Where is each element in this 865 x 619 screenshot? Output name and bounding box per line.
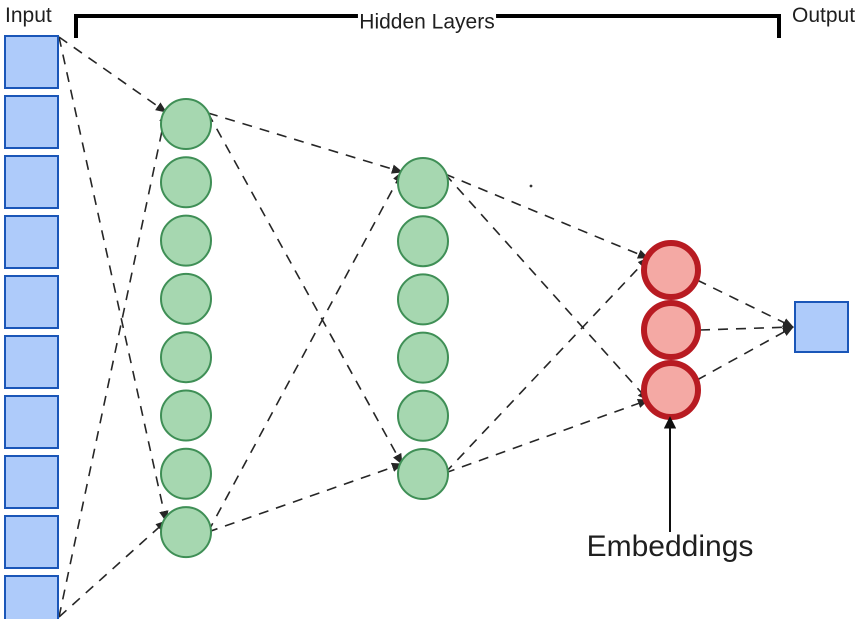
connection-hidden-layer-2-to-embedding-layer bbox=[444, 257, 649, 474]
output-label: Output bbox=[792, 4, 855, 27]
hidden-layer-1-node-1 bbox=[160, 98, 212, 150]
hidden-layer-2-node-1 bbox=[397, 157, 449, 209]
stray-dot-artifact bbox=[529, 184, 533, 188]
input-layer-node-1 bbox=[4, 35, 59, 89]
hidden-layer-2-node-3 bbox=[397, 273, 449, 326]
connection-embedding-layer-to-output-layer bbox=[696, 326, 794, 381]
input-layer-node-5 bbox=[4, 275, 59, 329]
connection-hidden-layer-1-to-hidden-layer-2 bbox=[207, 171, 403, 533]
connection-input-layer-to-hidden-layer-1 bbox=[58, 36, 167, 113]
embeddings-label: Embeddings bbox=[587, 530, 754, 563]
input-label: Input bbox=[5, 4, 52, 27]
output-layer-node-1 bbox=[794, 301, 849, 353]
connections-group bbox=[58, 36, 795, 618]
connection-hidden-layer-1-to-hidden-layer-2 bbox=[207, 462, 404, 533]
input-layer bbox=[4, 35, 59, 619]
input-layer-node-7 bbox=[4, 395, 59, 449]
output-layer bbox=[794, 301, 849, 353]
connection-embedding-layer-to-output-layer bbox=[696, 279, 795, 328]
hidden-layer-1-node-6 bbox=[160, 389, 212, 442]
hidden-layer-2-node-6 bbox=[397, 448, 449, 500]
hidden-layer-2-node-2 bbox=[397, 215, 449, 268]
input-layer-node-2 bbox=[4, 95, 59, 149]
input-layer-node-4 bbox=[4, 215, 59, 269]
embeddings-callout: Embeddings bbox=[587, 416, 754, 563]
input-layer-node-10 bbox=[4, 575, 59, 619]
connection-input-layer-to-hidden-layer-1 bbox=[58, 520, 167, 618]
hidden-layers-label: Hidden Layers bbox=[359, 11, 494, 34]
connection-embedding-layer-to-output-layer bbox=[699, 322, 795, 333]
input-layer-node-9 bbox=[4, 515, 59, 569]
hidden-layer-1-node-7 bbox=[160, 447, 212, 500]
input-layer-node-6 bbox=[4, 335, 59, 389]
embedding-layer bbox=[641, 240, 701, 420]
embedding-layer-node-2 bbox=[641, 300, 701, 360]
connection-hidden-layer-1-to-hidden-layer-2 bbox=[207, 112, 403, 465]
connection-hidden-layer-2-to-embedding-layer bbox=[444, 398, 650, 474]
connection-hidden-layer-2-to-embedding-layer bbox=[444, 173, 650, 259]
hidden-layer-2-node-5 bbox=[397, 389, 449, 442]
hidden-layer-1 bbox=[160, 98, 212, 559]
input-layer-node-3 bbox=[4, 155, 59, 209]
embedding-layer-node-3 bbox=[641, 360, 701, 420]
connection-input-layer-to-hidden-layer-1 bbox=[58, 110, 169, 618]
hidden-layer-1-node-5 bbox=[160, 331, 212, 384]
hidden-layer-2 bbox=[397, 157, 449, 500]
embedding-layer-node-1 bbox=[641, 240, 701, 300]
input-layer-node-8 bbox=[4, 455, 59, 509]
connection-hidden-layer-1-to-hidden-layer-2 bbox=[207, 112, 404, 174]
bracket-label-mask bbox=[357, 5, 497, 28]
connection-input-layer-to-hidden-layer-1 bbox=[58, 36, 169, 523]
hidden-layers-bracket: Hidden Layers bbox=[74, 5, 781, 38]
hidden-layer-1-node-2 bbox=[160, 156, 212, 209]
hidden-layer-1-node-8 bbox=[160, 506, 212, 559]
hidden-layer-2-node-4 bbox=[397, 331, 449, 384]
hidden-layer-1-node-3 bbox=[160, 214, 212, 267]
hidden-layer-1-node-4 bbox=[160, 272, 212, 325]
connection-hidden-layer-2-to-embedding-layer bbox=[444, 173, 649, 401]
